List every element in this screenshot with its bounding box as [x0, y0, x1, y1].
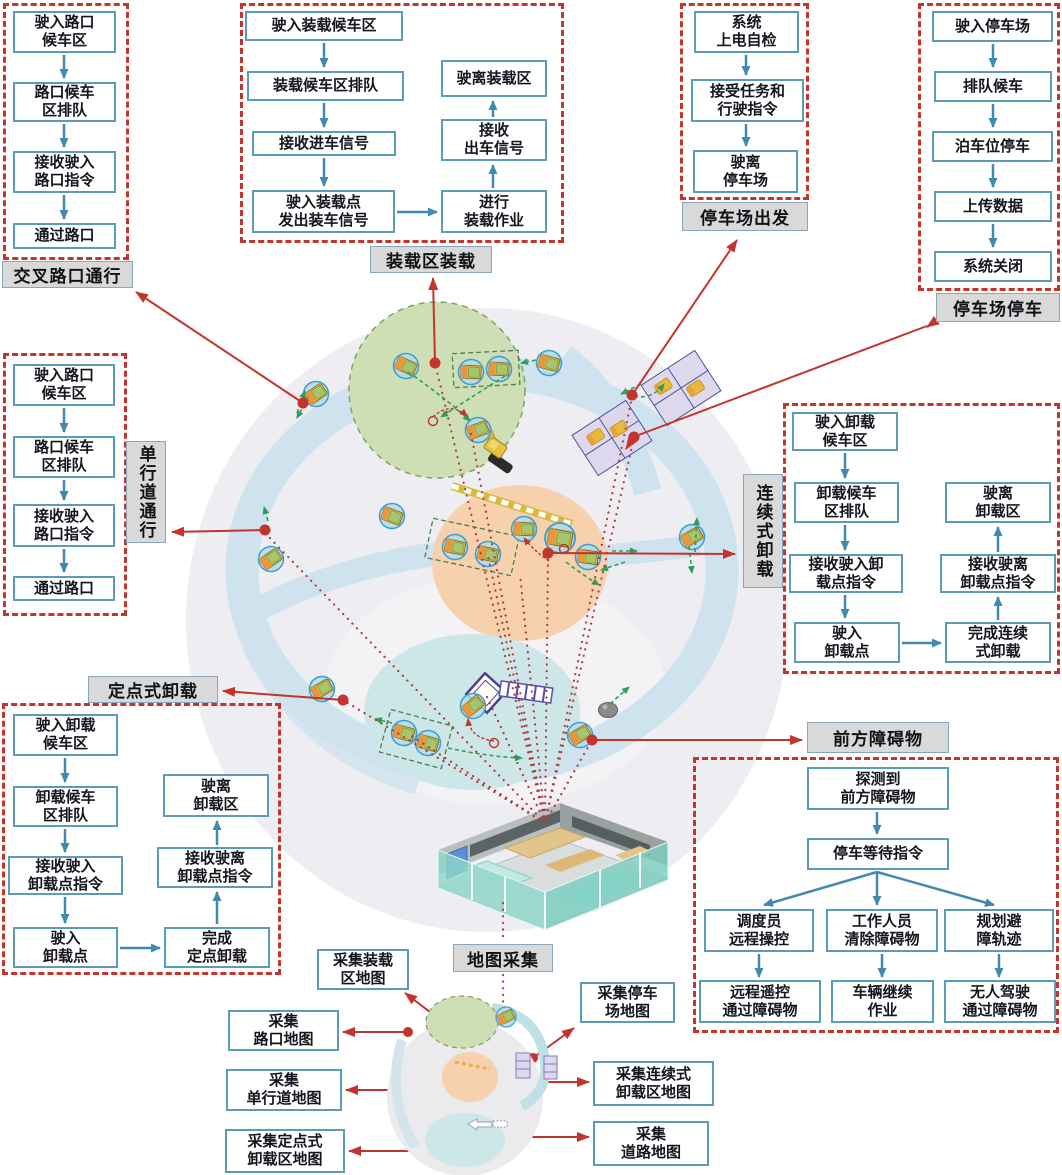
- mini-excavator-icon: [467, 1118, 508, 1131]
- fixedpoint-step-5: 完成 定点卸载: [164, 927, 270, 968]
- obstacle-branch-3: 规划避 障轨迹: [944, 909, 1054, 952]
- middle-road-left: [240, 541, 446, 627]
- parkstop-step-1: 驶入停车场: [932, 11, 1053, 42]
- mapping-label: 地图采集: [453, 944, 553, 972]
- fixedpoint-step-6: 接收驶离 卸载点指令: [157, 847, 273, 888]
- obstacle-result-3: 无人驾驶 通过障碍物: [944, 980, 1056, 1023]
- crossroad-step-3: 接收驶入 路口指令: [13, 151, 116, 193]
- telemetry-dotted-lines: [263, 365, 636, 1010]
- loading-step-6: 接收 出车信号: [441, 119, 547, 161]
- obstacle-branch-1: 调度员 远程操控: [704, 909, 814, 952]
- oneway-step-4: 通过路口: [13, 576, 115, 601]
- depart-step-3: 驶离 停车场: [693, 150, 798, 193]
- loading-step-5: 进行 装载作业: [441, 190, 547, 233]
- obstacle-label: 前方障碍物: [807, 722, 949, 753]
- mapping-continuous-map: 采集连续式 卸载区地图: [593, 1061, 714, 1106]
- loading-flow-container: [240, 3, 564, 243]
- truck-icon: [457, 358, 485, 386]
- continuous-step-6: 接收驶离 卸载点指令: [940, 554, 1056, 593]
- parkstop-label: 停车场停车: [936, 293, 1060, 322]
- mapping-oneway-map: 采集 单行道地图: [226, 1069, 342, 1111]
- mapping-fixedpoint-map: 采集定点式 卸载区地图: [225, 1129, 345, 1173]
- oneway-step-2: 路口候车 区排队: [13, 436, 115, 478]
- crossroad-flow-container: [3, 3, 129, 260]
- continuous-step-7: 驶离 卸载区: [945, 482, 1051, 523]
- depart-flow-container: [680, 3, 809, 200]
- inner-road: [242, 639, 422, 795]
- loading-step-2: 装载候车区排队: [247, 71, 404, 101]
- depart-label: 停车场出发: [682, 202, 808, 231]
- parkstop-step-3: 泊车位停车: [932, 131, 1053, 162]
- loading-step-3: 接收进车信号: [252, 131, 396, 156]
- fixedpoint-step-7: 驶离 卸载区: [163, 774, 269, 817]
- parkstop-step-4: 上传数据: [934, 191, 1052, 222]
- mini-map-illustration: [387, 995, 558, 1175]
- fixedpoint-step-3: 接收驶入 卸载点指令: [8, 856, 123, 895]
- continuous-step-3: 接收驶入卸 载点指令: [789, 554, 903, 593]
- obstacle-branch-2: 工作人员 清除障碍物: [826, 909, 938, 952]
- continuous-step-1: 驶入卸载 候车区: [792, 412, 898, 451]
- obstacle-flow-container: [693, 757, 1059, 1033]
- oneway-label: 单行道通行: [126, 441, 166, 543]
- continuous-step-2: 卸载候车 区排队: [794, 482, 899, 523]
- fixedpoint-step-2: 卸载候车 区排队: [13, 786, 118, 827]
- mapping-crossroad-map: 采集 路口地图: [228, 1010, 339, 1051]
- truck-icon: [485, 355, 513, 383]
- fixedpoint-label: 定点式卸载: [88, 676, 218, 703]
- obstacle-wait: 停车等待指令: [807, 838, 949, 870]
- obstacle-result-2: 车辆继续 作业: [831, 980, 934, 1023]
- continuous-step-5: 完成连续 式卸载: [945, 622, 1051, 663]
- parking-lot-upper: [640, 349, 722, 427]
- parking-lot-lower: [571, 399, 653, 477]
- parkstop-step-2: 排队候车: [934, 71, 1052, 102]
- obstacle-rock: [598, 702, 618, 718]
- loading-step-7: 驶离装载区: [441, 60, 547, 97]
- obstacle-result-1: 远程遥控 通过障碍物: [699, 980, 821, 1023]
- continuous-flow-container: [783, 403, 1060, 674]
- loading-step-4: 驶入装载点 发出装车信号: [252, 190, 395, 233]
- control-center-building: [436, 803, 670, 931]
- truck-icon: [510, 515, 538, 543]
- mapping-loading-map: 采集装载 区地图: [317, 949, 409, 990]
- oneway-flow-container: [3, 353, 127, 616]
- fixedpoint-flow-container: [2, 703, 281, 975]
- oneway-step-1: 驶入路口 候车区: [13, 364, 115, 406]
- oneway-step-3: 接收驶入 路口指令: [13, 504, 115, 547]
- obstacle-detect: 探测到 前方障碍物: [807, 767, 949, 810]
- mapping-road-map: 采集 道路地图: [593, 1121, 709, 1166]
- crusher-grate: [498, 680, 554, 704]
- fixedpoint-step-4: 驶入 卸载点: [13, 927, 118, 968]
- crossroad-step-2: 路口候车 区排队: [13, 82, 116, 122]
- crossroad-label: 交叉路口通行: [2, 261, 133, 288]
- crossroad-step-4: 通过路口: [13, 223, 116, 249]
- flow-arrows: [59, 43, 1004, 978]
- continuous-label: 连续式卸载: [743, 474, 783, 588]
- depart-step-1: 系统 上电自检: [694, 11, 799, 53]
- parkstop-step-5: 系统关闭: [934, 251, 1052, 282]
- parkstop-flow-container: [918, 3, 1060, 291]
- loading-step-1: 驶入装载候车区: [245, 11, 403, 41]
- depart-step-2: 接受任务和 行驶指令: [691, 79, 804, 122]
- mapping-parking-map: 采集停车 场地图: [580, 982, 675, 1023]
- loading-label: 装载区装载: [370, 246, 492, 273]
- crusher-wall: [450, 482, 574, 528]
- crossroad-step-1: 驶入路口 候车区: [13, 11, 116, 53]
- continuous-step-4: 驶入 卸载点: [794, 622, 900, 663]
- fixedpoint-step-1: 驶入卸载 候车区: [13, 714, 118, 756]
